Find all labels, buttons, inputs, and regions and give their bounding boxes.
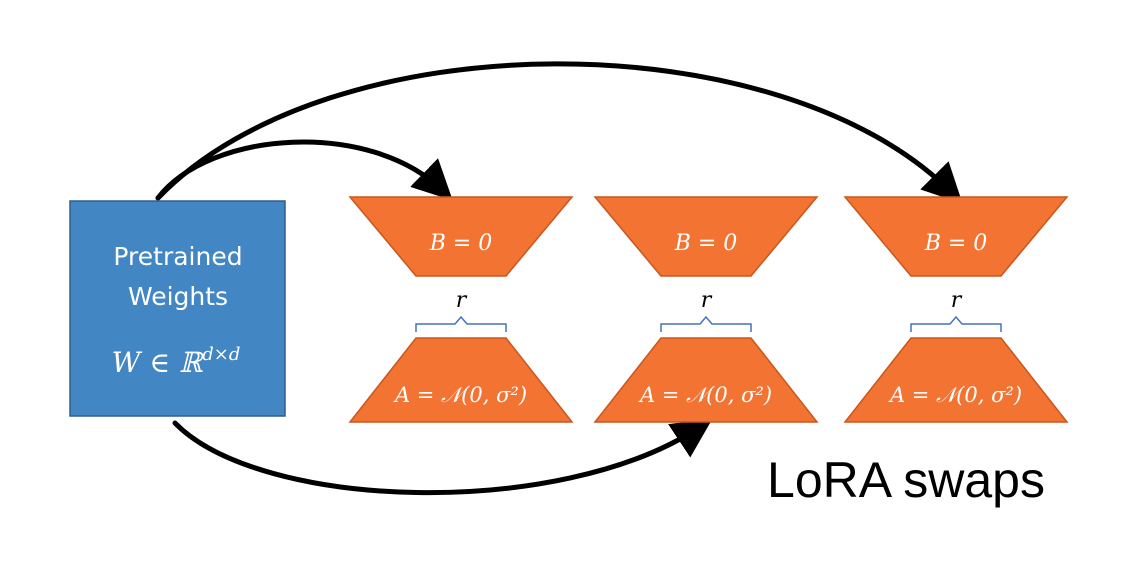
weight-formula: W ∈ ℝd×d — [112, 344, 241, 379]
arrows — [155, 61, 963, 496]
b-matrix-label: B = 0 — [924, 231, 988, 256]
lora-adapter-1: B = 0 r A = 𝒩(0, σ²) — [348, 196, 574, 423]
a-matrix-label: A = 𝒩(0, σ²) — [393, 383, 527, 407]
rank-brace — [910, 315, 1002, 332]
a-matrix-trapezoid — [843, 337, 1069, 423]
a-matrix-label: A = 𝒩(0, σ²) — [888, 383, 1022, 407]
b-matrix-trapezoid — [348, 196, 574, 277]
arrow-to-adapter-2 — [172, 418, 713, 496]
rank-label: r — [701, 288, 713, 313]
b-matrix-label: B = 0 — [429, 231, 493, 256]
arrow-to-adapter-1 — [155, 139, 453, 201]
rank-label: r — [951, 288, 963, 313]
weight-formula-base: W ∈ ℝ — [112, 346, 204, 379]
rank-label: r — [456, 288, 468, 313]
caption-lora-swaps: LoRA swaps — [767, 452, 1045, 508]
weight-formula-sup: d×d — [202, 344, 240, 365]
b-matrix-label: B = 0 — [674, 231, 738, 256]
arrow-to-adapter-3 — [155, 61, 963, 204]
lora-adapter-3: B = 0 r A = 𝒩(0, σ²) — [843, 196, 1069, 423]
a-matrix-trapezoid — [348, 337, 574, 423]
a-matrix-trapezoid — [593, 337, 819, 423]
pretrained-weights-box: Pretrained Weights W ∈ ℝd×d — [69, 200, 286, 417]
weights-label: Weights — [128, 282, 228, 311]
lora-adapter-2: B = 0 r A = 𝒩(0, σ²) — [593, 196, 819, 423]
b-matrix-trapezoid — [593, 196, 819, 277]
pretrained-label: Pretrained — [113, 242, 242, 271]
rank-brace — [415, 315, 507, 332]
a-matrix-label: A = 𝒩(0, σ²) — [638, 383, 772, 407]
pretrained-weights-rect — [69, 200, 286, 417]
b-matrix-trapezoid — [843, 196, 1069, 277]
rank-brace — [660, 315, 752, 332]
